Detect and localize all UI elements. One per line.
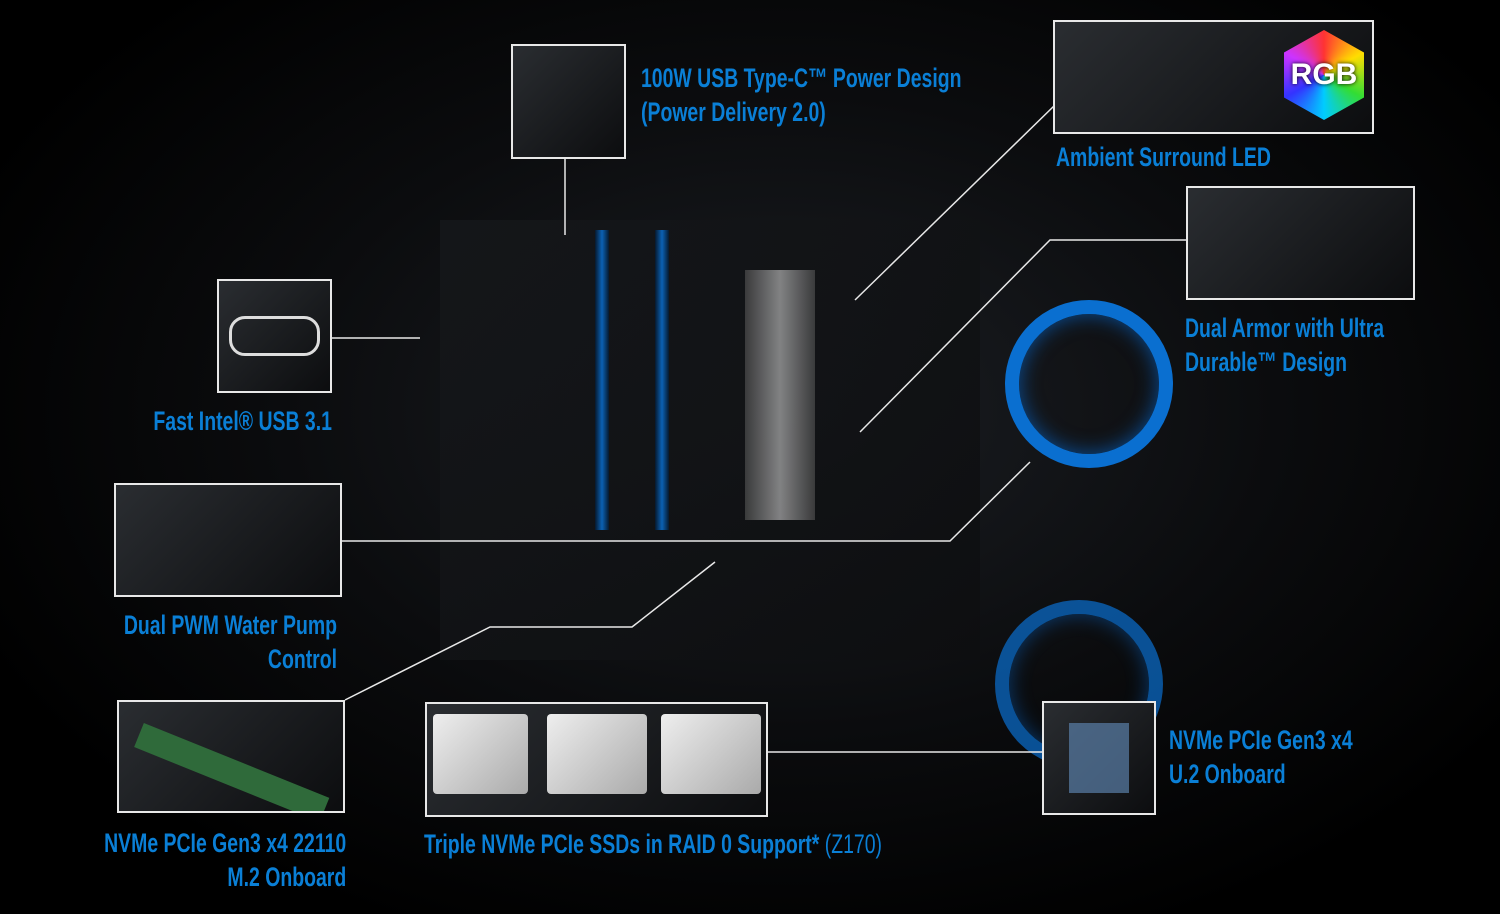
usb-c-line1: 100W USB Type-C™ Power Design <box>641 63 962 93</box>
raid-suffix: (Z170) <box>824 829 883 859</box>
m2-thumbnail <box>117 700 345 813</box>
u2-thumbnail <box>1042 701 1156 815</box>
m2-feature-label: NVMe PCIe Gen3 x4 22110 M.2 Onboard <box>104 826 346 894</box>
led-feature-label: Ambient Surround LED <box>1056 142 1271 172</box>
armor-line2: Durable™ Design <box>1185 347 1348 377</box>
u2-connector-image <box>1069 723 1129 793</box>
usb-c-line2: (Power Delivery 2.0) <box>641 97 826 127</box>
raid-thumbnail <box>425 702 768 817</box>
m2-line1: NVMe PCIe Gen3 x4 22110 <box>103 828 346 858</box>
ssd-image <box>661 714 761 794</box>
pump-thumbnail <box>114 483 342 597</box>
usb-c-feature-label: 100W USB Type-C™ Power Design (Power Del… <box>641 61 961 129</box>
armor-line1: Dual Armor with Ultra <box>1185 313 1385 343</box>
coolant-tube <box>595 230 609 530</box>
armor-thumbnail <box>1186 186 1415 300</box>
led-thumbnail: RGB <box>1053 20 1374 134</box>
ram-slots <box>745 270 815 520</box>
pump-line1: Dual PWM Water Pump <box>123 610 337 640</box>
usb31-feature-label: Fast Intel® USB 3.1 <box>153 406 332 436</box>
m2-line2: M.2 Onboard <box>227 862 346 892</box>
motherboard-image <box>440 220 980 660</box>
u2-feature-label: NVMe PCIe Gen3 x4 U.2 Onboard <box>1169 723 1353 791</box>
raid-title: Triple NVMe PCIe SSDs in RAID 0 Support* <box>424 829 820 859</box>
u2-line1: NVMe PCIe Gen3 x4 <box>1169 725 1353 755</box>
usb-port-icon <box>229 316 320 356</box>
raid-feature-label: Triple NVMe PCIe SSDs in RAID 0 Support*… <box>424 827 882 861</box>
rgb-logo: RGB <box>1284 30 1364 120</box>
ssd-image <box>433 714 528 794</box>
coolant-tube <box>655 230 669 530</box>
ssd-image <box>547 714 647 794</box>
usb31-thumbnail <box>217 279 332 393</box>
m2-ssd-image <box>134 722 330 811</box>
u2-line2: U.2 Onboard <box>1169 759 1286 789</box>
pump-line2: Control <box>267 644 337 674</box>
rgb-badge: RGB <box>1290 58 1358 91</box>
armor-feature-label: Dual Armor with Ultra Durable™ Design <box>1185 311 1384 379</box>
pump-feature-label: Dual PWM Water Pump Control <box>124 608 337 676</box>
usb-c-thumbnail <box>511 44 626 159</box>
